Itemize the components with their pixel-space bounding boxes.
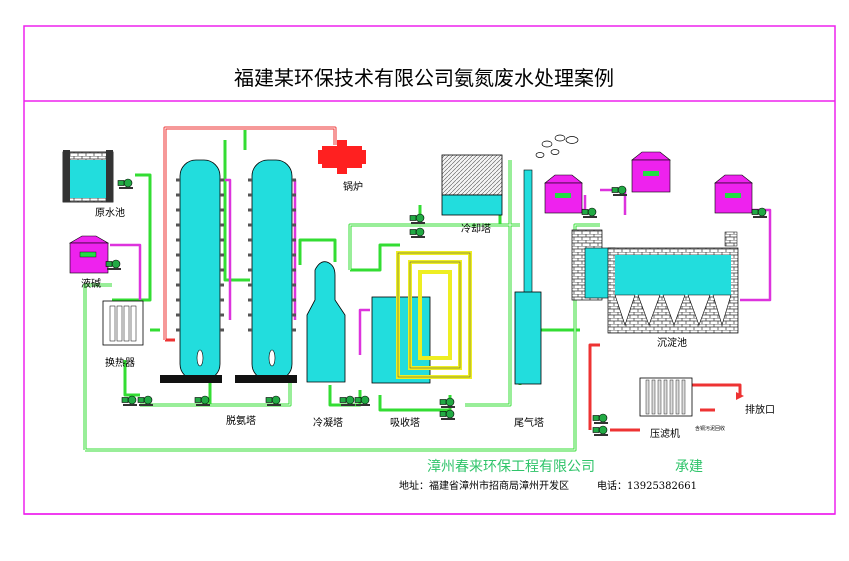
nozzle — [220, 283, 224, 287]
label-stripping-tower: 脱氨塔 — [226, 414, 256, 427]
nozzle — [220, 328, 224, 332]
raw-water-tank — [62, 150, 114, 203]
boiler — [318, 140, 366, 174]
nozzle — [248, 193, 252, 197]
tower-nozzles — [176, 178, 296, 332]
nozzle — [248, 268, 252, 272]
nozzle — [176, 238, 180, 242]
nozzle — [220, 208, 224, 212]
nozzle — [248, 298, 252, 302]
nozzle — [292, 178, 296, 182]
discharge-arrow-icon — [736, 392, 744, 400]
condenser-pump-2-icon — [354, 395, 371, 407]
cooling-tower — [441, 154, 503, 216]
label-raw-water-tank: 原水池 — [95, 206, 125, 219]
nozzle — [292, 223, 296, 227]
condenser-pump-1-icon — [339, 395, 356, 407]
sludge-pump-2-icon — [592, 425, 609, 437]
nozzle — [248, 328, 252, 332]
stripping-tower-2 — [235, 159, 297, 383]
label-heat-exchanger: 换热器 — [105, 356, 135, 369]
label-absorber: 吸收塔 — [390, 416, 420, 429]
nozzle — [292, 238, 296, 242]
nozzle — [176, 223, 180, 227]
nozzle — [220, 238, 224, 242]
nozzle — [248, 223, 252, 227]
absorber-coil — [396, 251, 472, 379]
nozzle — [248, 253, 252, 257]
footer-address: 地址：福建省漳州市招商局漳州开发区 — [399, 479, 569, 492]
cooling-pump-1-icon — [409, 213, 426, 225]
nozzle — [176, 253, 180, 257]
tower-pump-2-icon — [265, 395, 282, 407]
chemical-tank-3 — [714, 174, 753, 214]
heat-exchanger — [102, 300, 144, 346]
label-sedimentation-tank: 沉淀池 — [657, 336, 687, 349]
label-alkali: 液碱 — [81, 277, 101, 290]
stripping-tower-1 — [160, 159, 222, 383]
nozzle — [176, 313, 180, 317]
nozzle — [176, 328, 180, 332]
absorber-pump-2-icon — [439, 409, 456, 421]
nozzle — [220, 223, 224, 227]
sedimentation-tank — [571, 229, 739, 334]
dosing-pump-1-icon — [581, 207, 598, 219]
exhaust-tower — [514, 169, 542, 385]
label-discharge: 排放口 — [745, 403, 775, 416]
nozzle — [292, 193, 296, 197]
nozzle — [292, 328, 296, 332]
alkali-pump-icon — [105, 259, 122, 271]
label-sludge-note: 含铜污泥回收 — [695, 425, 725, 432]
feed-pump-2-icon — [137, 395, 154, 407]
label-exhaust-tower: 尾气塔 — [514, 416, 544, 429]
cooling-pump-2-icon — [409, 227, 426, 239]
tower-pump-1-icon — [194, 395, 211, 407]
green-pipes-inner — [84, 160, 600, 451]
label-condenser: 冷凝塔 — [313, 416, 343, 429]
nozzle — [292, 313, 296, 317]
alkali-tank — [68, 235, 110, 274]
absorber-pump-1-icon — [439, 397, 456, 409]
nozzle — [176, 193, 180, 197]
filter-press — [639, 377, 693, 417]
raw-water-pump-icon — [117, 178, 134, 190]
steam-clouds — [535, 134, 579, 158]
nozzle — [292, 283, 296, 287]
nozzle — [176, 268, 180, 272]
nozzle — [220, 298, 224, 302]
nozzle — [248, 208, 252, 212]
nozzle — [292, 253, 296, 257]
footer-company: 漳州春来环保工程有限公司 — [427, 458, 595, 475]
nozzle — [248, 313, 252, 317]
label-filter-press: 压滤机 — [650, 427, 680, 440]
page-title: 福建某环保技术有限公司氨氮废水处理案例 — [234, 66, 614, 90]
chemical-tank-2 — [631, 151, 671, 193]
label-boiler: 锅炉 — [343, 181, 363, 193]
sludge-pump-1-icon — [592, 413, 609, 425]
nozzle — [176, 178, 180, 182]
nozzle — [220, 253, 224, 257]
footer-phone: 电话：13925382661 — [597, 479, 697, 492]
nozzle — [248, 283, 252, 287]
nozzle — [248, 178, 252, 182]
nozzle — [220, 178, 224, 182]
nozzle — [220, 193, 224, 197]
nozzle — [248, 238, 252, 242]
nozzle — [292, 208, 296, 212]
dosing-pump-3-icon — [751, 207, 768, 219]
nozzle — [220, 313, 224, 317]
nozzle — [176, 283, 180, 287]
label-cooling-tower: 冷却塔 — [461, 222, 491, 235]
chemical-tank-1 — [544, 174, 583, 214]
nozzle — [292, 268, 296, 272]
dosing-pump-2-icon — [611, 185, 628, 197]
nozzle — [176, 298, 180, 302]
nozzle — [292, 298, 296, 302]
condenser — [306, 261, 346, 383]
nozzle — [176, 208, 180, 212]
feed-pump-1-icon — [121, 395, 138, 407]
footer-undertake: 承建 — [675, 459, 703, 475]
nozzle — [220, 268, 224, 272]
